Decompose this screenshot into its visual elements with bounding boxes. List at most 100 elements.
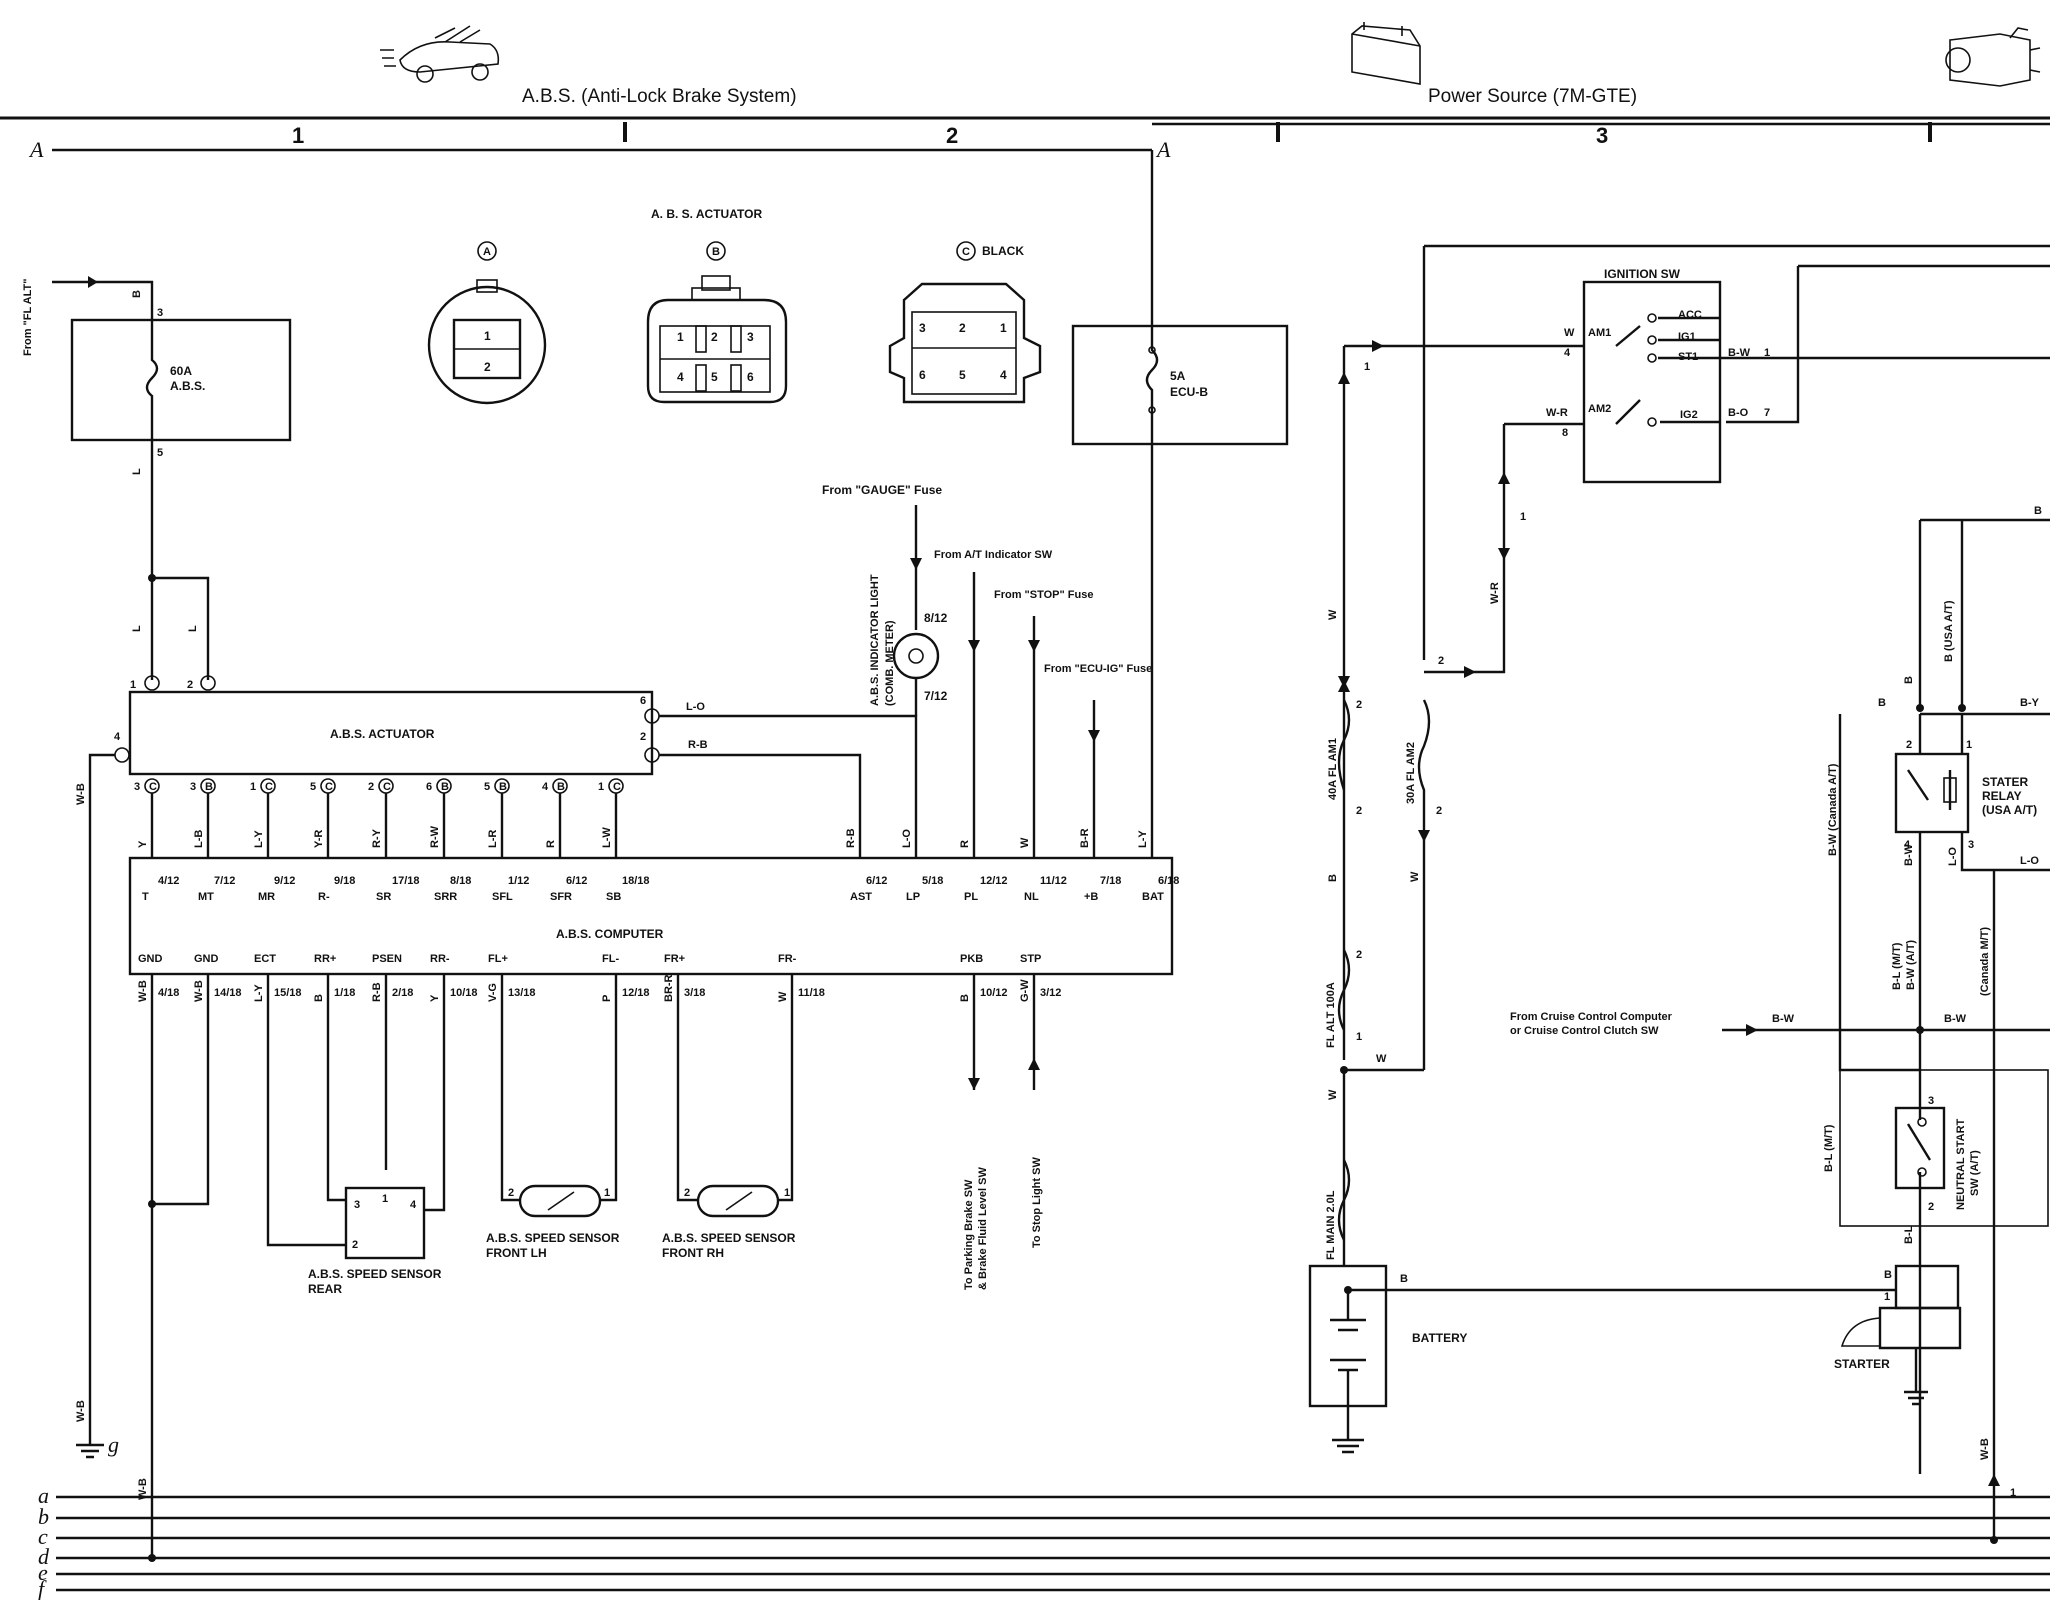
abs-actuator-box <box>128 690 654 776</box>
actuator-pin-letter: C <box>383 781 391 793</box>
computer-wire-color: L-O <box>901 829 913 848</box>
fl-main-label: FL MAIN 2.0L <box>1325 1190 1337 1260</box>
computer-bottom-pin-fraction: 10/18 <box>450 987 478 999</box>
wire-label: B <box>1327 874 1339 882</box>
wire-label: B-O <box>1728 407 1749 419</box>
fuse-5a-rating: 5A <box>1170 369 1186 383</box>
computer-pin-label: SRR <box>434 891 457 903</box>
connector-c-pin: 3 <box>919 321 926 335</box>
computer-wire-color: L-Y <box>1137 830 1149 848</box>
computer-wire-color: L-Y <box>253 830 265 848</box>
pin-label: 1 <box>1764 347 1770 359</box>
ign-term: IG2 <box>1680 409 1698 421</box>
wire-label: W <box>1327 609 1339 620</box>
connector-b-letter: B <box>712 246 720 258</box>
wire-label: L-O <box>2020 855 2039 867</box>
computer-pin-fraction: 9/18 <box>334 875 355 887</box>
fuse-60a-name: A.B.S. <box>170 379 205 393</box>
pin-label: 4 <box>1564 347 1571 359</box>
fl-alt-label: FL ALT 100A <box>1325 982 1337 1048</box>
actuator-pin-number: 5 <box>310 781 316 793</box>
pin-label: 1 <box>1966 739 1972 751</box>
neutral-start-sub: SW (A/T) <box>1969 1150 1981 1196</box>
actuator-pin-letter: C <box>149 781 157 793</box>
computer-wire-color: R <box>959 840 971 848</box>
neutral-start-frame <box>1839 1069 2049 1227</box>
computer-pin-fraction: 6/12 <box>566 875 587 887</box>
computer-bottom-pins: GND4/18W-BGND14/18W-BECT15/18L-YRR+1/18B… <box>137 953 1061 1002</box>
wire-label: W <box>1327 1089 1339 1100</box>
wire-label: W <box>1564 327 1575 339</box>
speed-sensor-rear <box>344 1186 426 1260</box>
ign-term: AM2 <box>1588 403 1611 415</box>
fl-am2-label: 30A FL AM2 <box>1405 742 1417 804</box>
actuator-pin-letter: B <box>441 781 449 793</box>
pin-label: 2 <box>1356 805 1362 817</box>
computer-bottom-wire-color: W-B <box>137 980 149 1002</box>
bus-line-label: f <box>38 1576 47 1600</box>
actuator-pin-2a: 2 <box>187 679 193 691</box>
pin-label: 1 <box>2010 1487 2016 1499</box>
section-title-power: Power Source (7M-GTE) <box>1428 86 1637 107</box>
ignition-switch-label: IGNITION SW <box>1604 267 1681 281</box>
ignition-switch <box>1582 280 1722 484</box>
computer-bottom-pin-fraction: 2/18 <box>392 987 413 999</box>
computer-bottom-wire-color: Y <box>429 994 441 1002</box>
pin-label: 7 <box>1764 407 1770 419</box>
wire-label: W-B <box>75 783 87 805</box>
pin-label: 2 <box>352 1239 358 1251</box>
actuator-pin-6c: 6 <box>640 695 646 707</box>
from-gauge-label: From "GAUGE" Fuse <box>822 483 942 497</box>
sensor-front-rh-label: A.B.S. SPEED SENSOR <box>662 1231 796 1245</box>
actuator-pin-1a: 1 <box>130 679 136 691</box>
from-ecu-ig-label: From "ECU-IG" Fuse <box>1044 663 1152 675</box>
computer-pin-fraction: 11/12 <box>1040 875 1067 887</box>
actuator-pin-letter: B <box>557 781 565 793</box>
actuator-pin-letter: B <box>205 781 213 793</box>
starter-header-icon <box>1945 27 2041 87</box>
computer-wire-color: B-R <box>1079 828 1091 848</box>
wire-label: L <box>131 468 143 475</box>
to-parking-label: To Parking Brake SW <box>963 1179 975 1290</box>
wire-label: B <box>2034 505 2042 517</box>
computer-pin-fraction: 18/18 <box>622 875 650 887</box>
computer-bottom-pin-label: RR+ <box>314 953 336 965</box>
pin-label: 4 <box>1904 839 1911 851</box>
to-stop-light-label: To Stop Light SW <box>1031 1157 1043 1248</box>
computer-bottom-pin-label: PSEN <box>372 953 402 965</box>
computer-pin-label: +B <box>1084 891 1098 903</box>
b-l-mt-label: B-L (M/T) <box>1823 1124 1835 1172</box>
computer-pin-fraction: 9/12 <box>274 875 295 887</box>
ign-term: AM1 <box>1588 327 1611 339</box>
neutral-start-label: NEUTRAL START <box>1955 1118 1967 1210</box>
pin-label: 3 <box>1928 1095 1934 1107</box>
ref-a-right: A <box>1155 137 1171 162</box>
wire-label: B <box>131 290 143 298</box>
bw-at-label: B-W (A/T) <box>1905 940 1917 990</box>
computer-bottom-pin-fraction: 11/18 <box>798 987 825 999</box>
computer-wire-color: Y-R <box>313 830 325 848</box>
bus-line-label: b <box>38 1504 49 1529</box>
pin-label: 2 <box>684 1187 690 1199</box>
computer-pin-label: MR <box>258 891 275 903</box>
abs-header-icon <box>380 25 500 83</box>
indicator-frac-bottom: 7/12 <box>924 689 948 703</box>
computer-wire-color: L-R <box>487 830 499 848</box>
computer-bottom-wire-color: P <box>601 995 613 1002</box>
sensor-front-rh-sub: FRONT RH <box>662 1246 724 1260</box>
wire-label: B <box>1884 1269 1892 1281</box>
computer-bottom-pin-fraction: 15/18 <box>274 987 302 999</box>
computer-pin-fraction: 5/18 <box>922 875 943 887</box>
connector-c-pin: 6 <box>919 368 926 382</box>
from-cruise-label: From Cruise Control Computer <box>1510 1011 1673 1023</box>
computer-bottom-pin-label: FL- <box>602 953 619 965</box>
computer-pin-label: T <box>142 891 149 903</box>
connector-c-pin: 4 <box>1000 368 1007 382</box>
indicator-light-label: A.B.S. INDICATOR LIGHT <box>869 574 881 706</box>
computer-bottom-pin-label: PKB <box>960 953 983 965</box>
connector-a-pin: 1 <box>484 329 491 343</box>
canada-mt-label: (Canada M/T) <box>1979 927 1991 996</box>
column-number-3: 3 <box>1596 123 1608 148</box>
